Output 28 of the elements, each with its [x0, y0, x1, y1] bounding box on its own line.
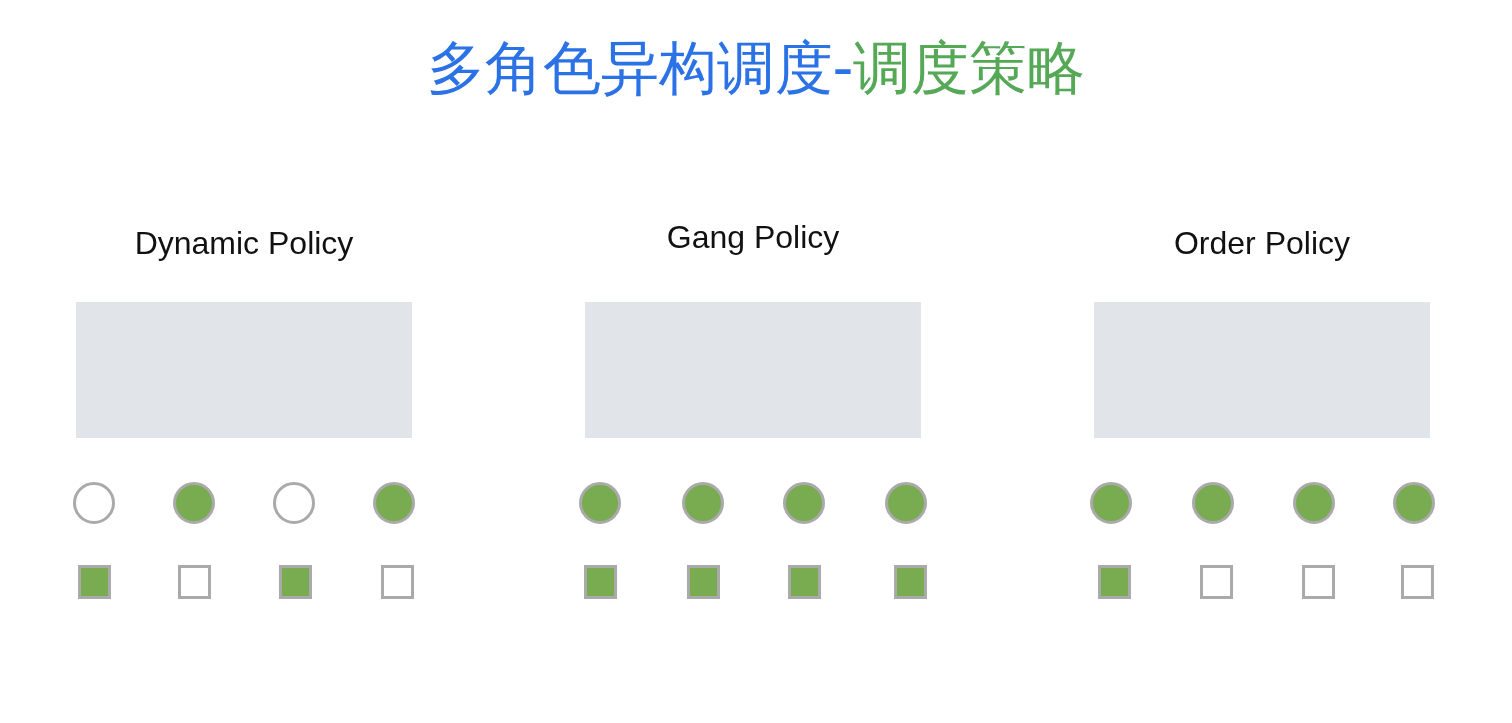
filled-circle-icon	[1293, 482, 1335, 524]
policy-heading: Gang Policy	[665, 218, 841, 257]
square-icon	[1301, 565, 1335, 599]
policy-heading: Dynamic Policy	[133, 224, 355, 263]
filled-square-icon	[787, 565, 821, 599]
filled-square-icon	[583, 565, 617, 599]
filled-circle-icon	[783, 482, 825, 524]
filled-circle-icon	[1393, 482, 1435, 524]
square-icon	[177, 565, 211, 599]
square-icon	[1400, 565, 1434, 599]
square-icon	[1199, 565, 1233, 599]
filled-square-icon	[686, 565, 720, 599]
circle-icon	[273, 482, 315, 524]
filled-circle-icon	[1192, 482, 1234, 524]
policy-heading: Order Policy	[1172, 224, 1351, 263]
filled-circle-icon	[373, 482, 415, 524]
square-icon	[380, 565, 414, 599]
filled-square-icon	[77, 565, 111, 599]
filled-square-icon	[1097, 565, 1131, 599]
filled-circle-icon	[579, 482, 621, 524]
filled-square-icon	[278, 565, 312, 599]
filled-circle-icon	[885, 482, 927, 524]
filled-circle-icon	[1090, 482, 1132, 524]
title: 多角色异构调度-调度策略	[425, 33, 1087, 104]
circle-icon	[73, 482, 115, 524]
filled-circle-icon	[173, 482, 215, 524]
filled-circle-icon	[682, 482, 724, 524]
filled-square-icon	[893, 565, 927, 599]
